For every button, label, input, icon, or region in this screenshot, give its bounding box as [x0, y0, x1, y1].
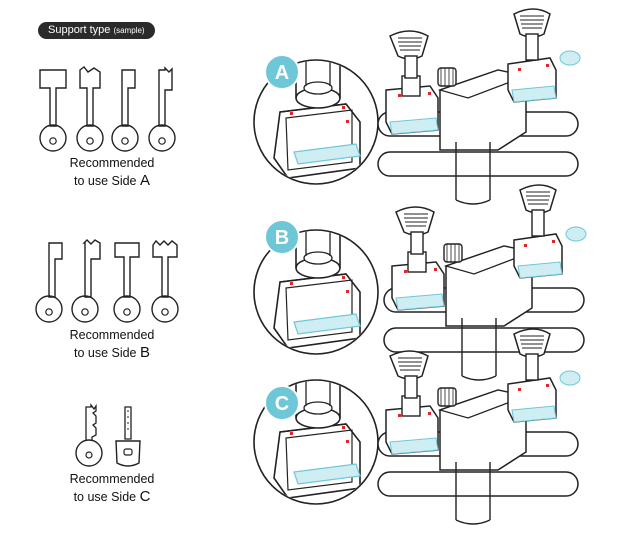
sample-label: (sample)	[113, 26, 145, 35]
key-c-2	[115, 406, 141, 467]
key-b-4	[151, 239, 179, 323]
recommended-text: Recommended	[69, 328, 155, 342]
badge-a: A	[264, 54, 300, 90]
to-use-side-text: to use Side	[73, 490, 137, 504]
recommendation-b: Recommended to use Side B	[37, 327, 187, 362]
key-a-3	[111, 69, 139, 152]
key-a-4	[148, 66, 176, 152]
key-b-2	[71, 239, 101, 323]
badge-letter: B	[275, 227, 289, 249]
badge-c: C	[264, 385, 300, 421]
key-b-1	[35, 242, 63, 323]
side-letter: B	[140, 344, 151, 361]
key-c-1	[75, 403, 103, 467]
key-a-1	[39, 69, 67, 152]
key-a-2	[76, 66, 104, 152]
recommendation-a: Recommended to use Side A	[37, 155, 187, 190]
side-letter: A	[140, 172, 151, 189]
to-use-side-text: to use Side	[73, 174, 137, 188]
tool-diagram-c	[377, 328, 581, 525]
recommended-text: Recommended	[69, 156, 155, 170]
badge-letter: A	[275, 62, 289, 84]
recommendation-c: Recommended to use Side C	[37, 471, 187, 506]
support-type-pill: Support type (sample)	[38, 22, 155, 39]
badge-letter: C	[275, 393, 289, 415]
to-use-side-text: to use Side	[73, 346, 137, 360]
tool-diagram-a	[377, 8, 581, 205]
support-type-label: Support type	[48, 24, 111, 36]
side-letter: C	[139, 488, 151, 505]
key-b-3	[113, 242, 141, 323]
badge-b: B	[264, 219, 300, 255]
recommended-text: Recommended	[69, 472, 155, 486]
